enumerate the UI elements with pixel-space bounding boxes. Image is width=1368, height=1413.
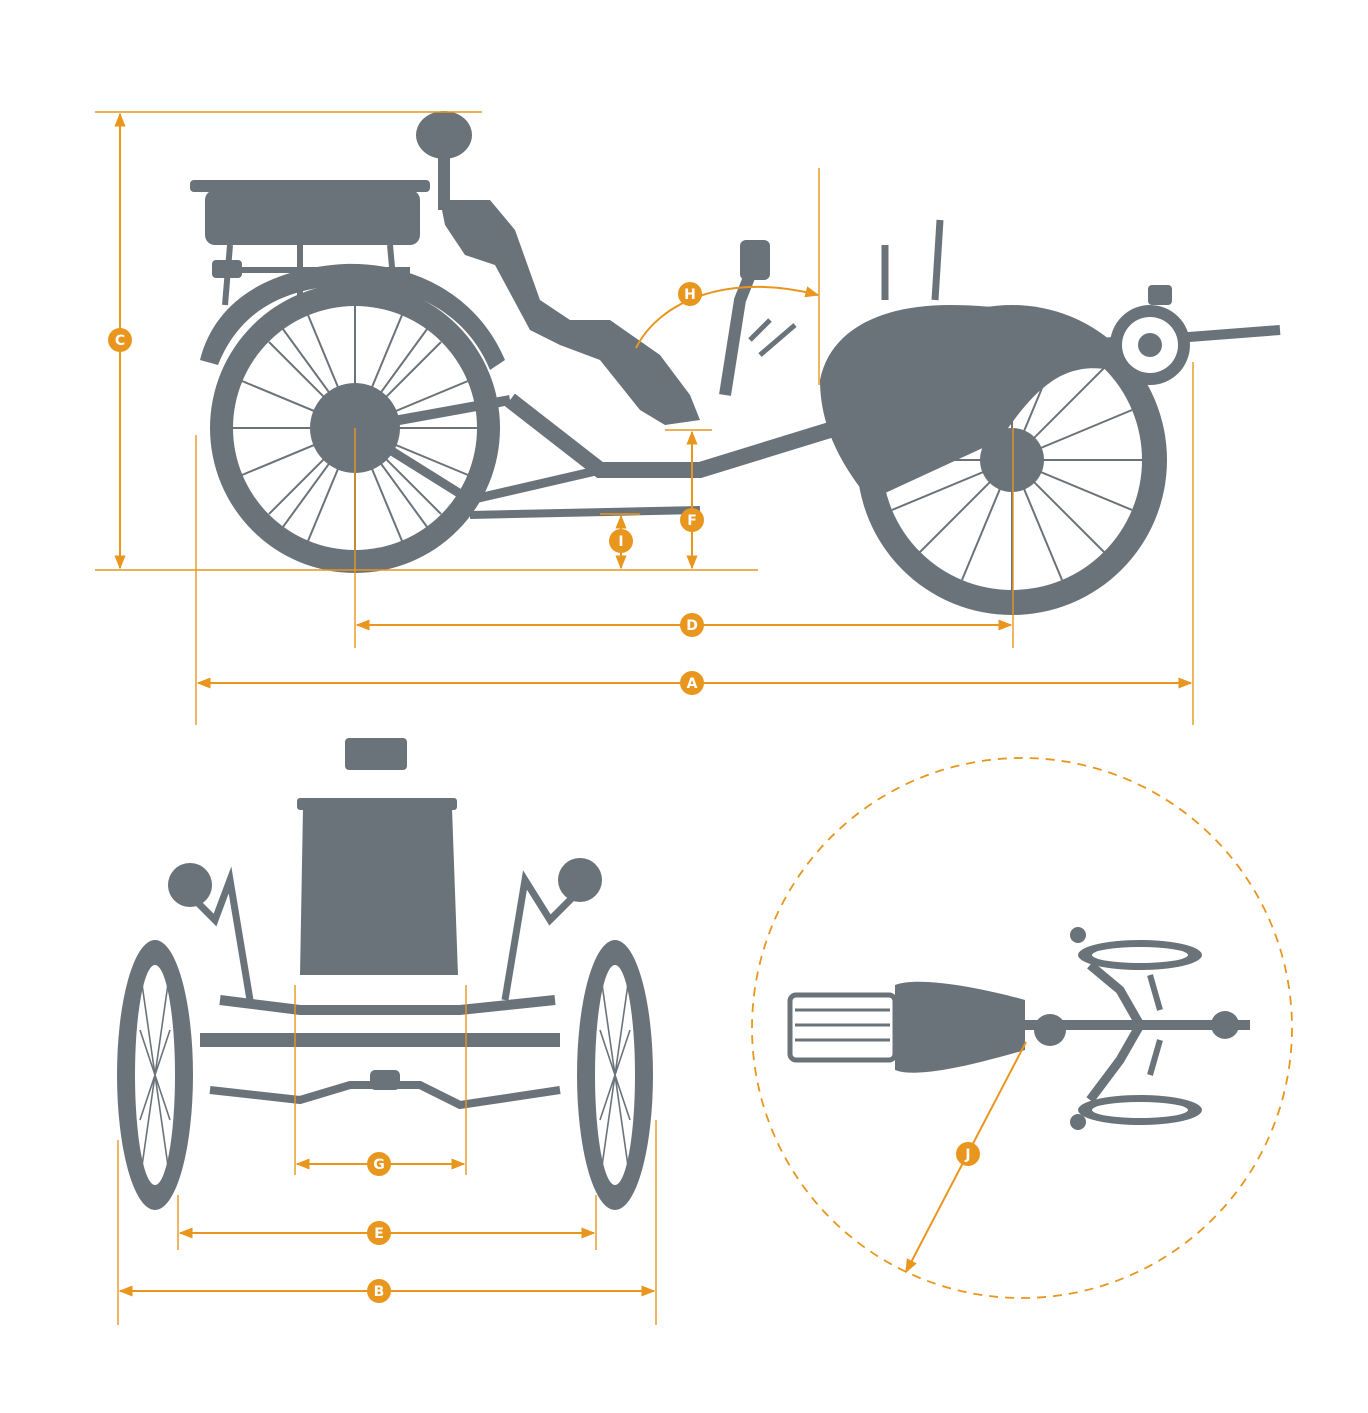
badge-d: D — [680, 613, 704, 637]
badge-j: J — [956, 1142, 980, 1166]
badge-f: F — [680, 508, 704, 532]
svg-text:D: D — [686, 618, 698, 634]
badge-b: B — [367, 1279, 391, 1303]
front-view — [117, 738, 653, 1210]
svg-text:C: C — [115, 333, 125, 349]
badge-g: G — [367, 1152, 391, 1176]
headrest — [416, 111, 472, 210]
svg-text:G: G — [373, 1157, 385, 1173]
svg-text:I: I — [618, 534, 623, 550]
svg-text:H: H — [684, 287, 696, 303]
side-view — [190, 111, 1281, 615]
svg-text:A: A — [687, 676, 698, 692]
badge-e: E — [367, 1221, 391, 1245]
badge-a: A — [680, 671, 704, 695]
badge-c: C — [108, 328, 132, 352]
side-handlebars — [719, 219, 944, 396]
badge-h: H — [678, 282, 702, 306]
svg-text:J: J — [964, 1147, 970, 1163]
top-view — [787, 927, 1250, 1130]
rear-rack — [190, 180, 430, 306]
svg-text:B: B — [374, 1284, 385, 1300]
badge-i: I — [609, 529, 633, 553]
front-boom — [1059, 285, 1281, 385]
svg-text:E: E — [374, 1226, 384, 1242]
svg-text:F: F — [687, 513, 697, 529]
